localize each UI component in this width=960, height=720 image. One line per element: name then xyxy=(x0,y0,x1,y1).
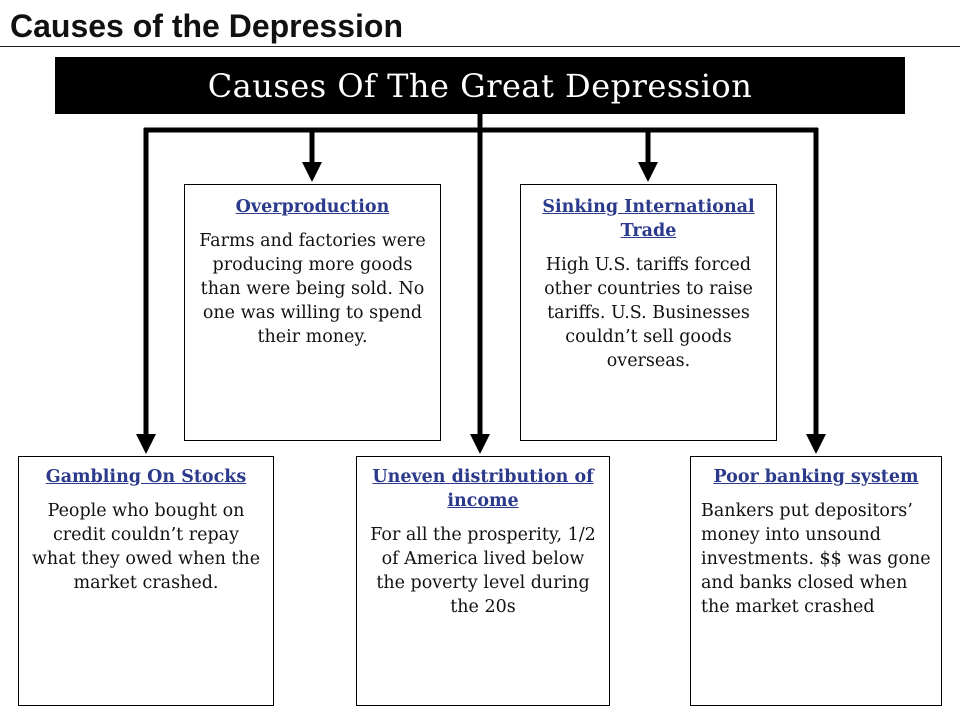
cause-text-overproduction: Farms and factories were producing more … xyxy=(199,231,426,347)
cause-heading-international-trade: Sinking International Trade xyxy=(542,197,755,241)
cause-text-poor-banking: Bankers put depositors’ money into unsou… xyxy=(701,501,931,617)
cause-text-gambling-on-stocks: People who bought on credit couldn’t rep… xyxy=(31,501,261,593)
slide-title: Causes of the Depression xyxy=(10,8,403,44)
banner-title: Causes Of The Great Depression xyxy=(207,66,753,105)
diagram-banner: Causes Of The Great Depression xyxy=(55,57,905,114)
cause-text-international-trade: High U.S. tariffs forced other countries… xyxy=(544,255,753,371)
cause-box-uneven-income: Uneven distribution of income For all th… xyxy=(356,456,610,706)
cause-box-international-trade: Sinking International Trade High U.S. ta… xyxy=(520,184,777,441)
cause-heading-poor-banking: Poor banking system xyxy=(713,467,919,487)
cause-box-overproduction: Overproduction Farms and factories were … xyxy=(184,184,441,441)
cause-heading-gambling-on-stocks: Gambling On Stocks xyxy=(45,467,247,487)
cause-text-uneven-income: For all the prosperity, 1/2 of America l… xyxy=(370,525,596,617)
cause-heading-uneven-income: Uneven distribution of income xyxy=(372,467,594,511)
cause-heading-overproduction: Overproduction xyxy=(235,197,390,217)
cause-box-poor-banking: Poor banking system Bankers put deposito… xyxy=(690,456,942,706)
title-divider xyxy=(0,46,960,47)
cause-box-gambling-on-stocks: Gambling On Stocks People who bought on … xyxy=(18,456,274,706)
